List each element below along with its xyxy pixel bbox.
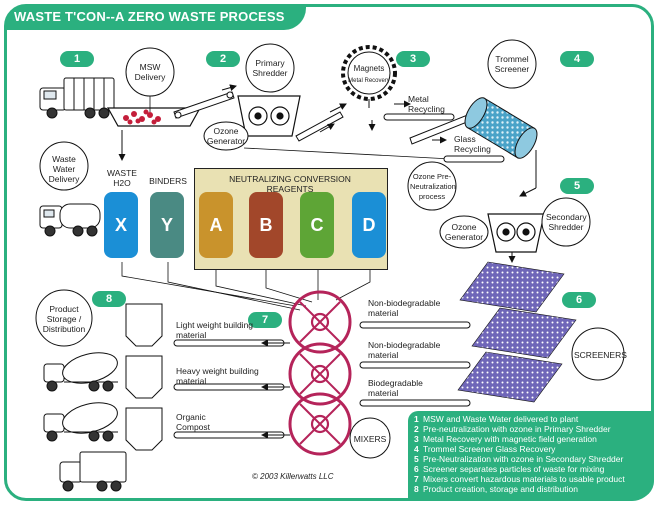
glass-recycling-label: Glass Recycling (454, 134, 491, 154)
primary-shredder-icon (237, 95, 301, 137)
metal-recovery-label: Metal Recovery (348, 78, 390, 84)
mixer-icons (288, 290, 352, 456)
mixers-label: MIXERS (353, 434, 387, 444)
output-conveyors (173, 339, 285, 439)
screeners-label: SCREENERS (574, 350, 627, 360)
step-badge-2: 2 (206, 51, 240, 67)
biodegradable-label: Biodegradable material (368, 378, 423, 398)
binders-label: BINDERS (149, 176, 187, 186)
screener-conveyors (359, 321, 471, 407)
secondary-shredder-icon (487, 213, 545, 253)
reagents-title: NEUTRALIZING CONVERSION REAGENTS (229, 174, 351, 194)
primary-shredder-label: Primary Shredder (252, 58, 288, 78)
non-bio-1-label: Non-biodegradable material (368, 298, 441, 318)
waste-h2o-label: WASTE H2O (107, 168, 137, 188)
ozone-pre-bubble (407, 161, 457, 211)
screener-icons (457, 261, 577, 403)
storage-silo-icons (125, 303, 163, 451)
tank-b: B (249, 192, 283, 258)
step-badge-7: 7 (248, 312, 282, 328)
primary-shredder-bubble (245, 43, 295, 93)
msw-delivery-bubble (125, 47, 175, 97)
non-bio-2-label: Non-biodegradable material (368, 340, 441, 360)
ozone-generator-2-icon (439, 215, 489, 249)
step-badge-4: 4 (560, 51, 594, 67)
metal-recycling-label: Metal Recycling (408, 94, 445, 114)
legend-panel (408, 411, 654, 499)
secondary-shredder-bubble (541, 197, 591, 247)
msw-delivery-label: MSW Delivery (134, 62, 166, 82)
tank-d: D (352, 192, 386, 258)
tank-y: Y (150, 192, 184, 258)
mixer-truck-icons (43, 352, 127, 492)
step-badge-3: 3 (396, 51, 430, 67)
mixers-bubble (349, 417, 391, 459)
heavy-weight-label: Heavy weight building material (176, 366, 259, 386)
waste-water-bubble (39, 141, 89, 191)
ozone-pre-label: Ozone Pre-Neutralization process (410, 172, 456, 201)
light-weight-label: Light weight building material (176, 320, 254, 340)
tank-c: C (300, 192, 334, 258)
magnets-label: Magnets (353, 64, 385, 73)
trommel-screener-label: Trommel Screener (494, 54, 530, 74)
step-badge-1: 1 (60, 51, 94, 67)
waste-water-truck-icon (39, 203, 101, 237)
conveyor-to-primary-shredder (173, 91, 235, 119)
screeners-bubble (571, 327, 625, 381)
garbage-truck-icon (39, 77, 115, 119)
step-badge-5: 5 (560, 178, 594, 194)
conveyor-glass (443, 155, 505, 163)
trommel-screener-bubble (487, 39, 537, 89)
secondary-shredder-label: Secondary Shredder (546, 212, 587, 232)
ozone-generator-2-label: Ozone Generator (444, 222, 484, 242)
copyright: © 2003 Killerwatts LLC (252, 472, 334, 481)
tank-a: A (199, 192, 233, 258)
conveyor-metal (383, 113, 455, 121)
ozone-generator-1-icon (203, 121, 249, 151)
waste-water-delivery-label: Waste Water Delivery (48, 154, 80, 184)
title-bar (6, 6, 306, 30)
product-storage-bubble (35, 289, 93, 347)
step-badge-8: 8 (92, 291, 126, 307)
magnet-icon (341, 45, 397, 101)
organic-compost-label: Organic Compost (176, 412, 211, 432)
diagram-title: WASTE T'CON--A ZERO WASTE PROCESS (14, 9, 285, 24)
product-storage-label: Product Storage / Distribution (42, 304, 86, 334)
tank-x: X (104, 192, 138, 258)
conveyor-to-magnets (295, 111, 344, 142)
ozone-generator-1-label: Ozone Generator (206, 126, 246, 146)
trommel-screener-icon (464, 97, 538, 159)
step-badge-6: 6 (562, 292, 596, 308)
